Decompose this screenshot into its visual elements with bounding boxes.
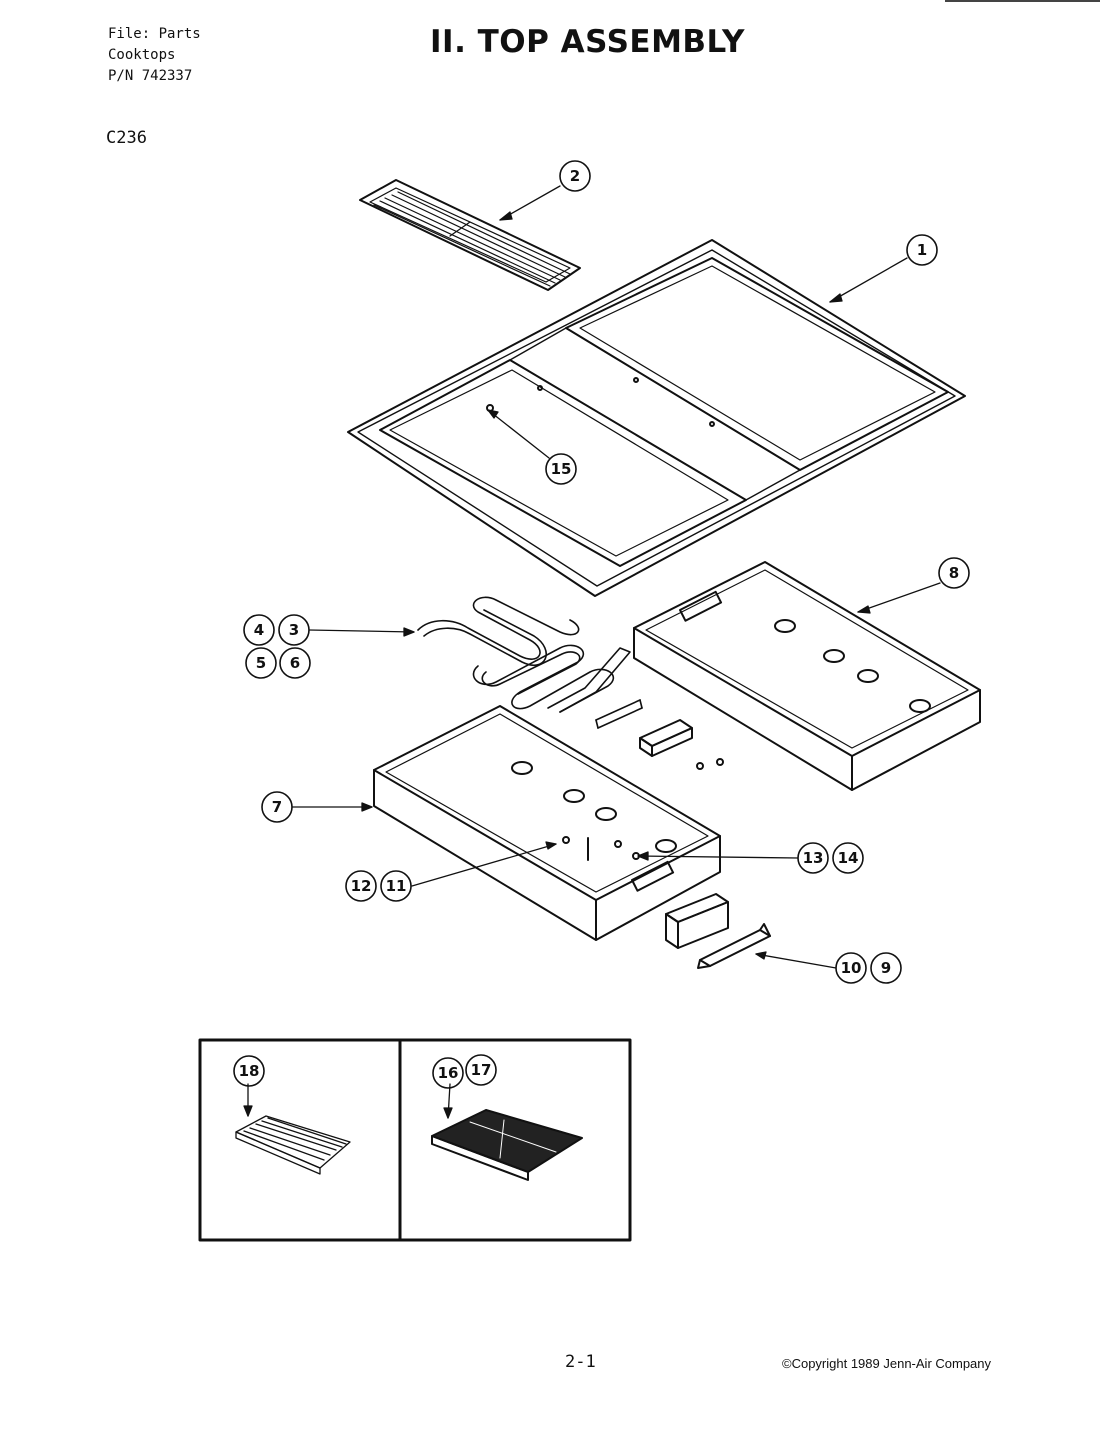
callout-2: 2 — [570, 167, 580, 185]
callout-16: 16 — [438, 1064, 459, 1082]
callout-18: 18 — [239, 1062, 260, 1080]
file-info: File: Parts Cooktops P/N 742337 — [108, 24, 201, 87]
callout-12: 12 — [351, 877, 372, 895]
callout-14: 14 — [838, 849, 859, 867]
part-number-line: P/N 742337 — [108, 68, 193, 84]
heating-element — [417, 596, 643, 729]
copyright-notice: ©Copyright 1989 Jenn-Air Company — [782, 1356, 992, 1371]
vent-grille — [359, 179, 581, 291]
callout-5: 5 — [256, 654, 266, 672]
leader-lines — [243, 185, 941, 1119]
callout-8: 8 — [949, 564, 959, 582]
callout-circles — [233, 160, 970, 1089]
mounting-bracket — [665, 893, 771, 969]
page-title: II. TOP ASSEMBLY — [430, 24, 745, 60]
callout-7: 7 — [272, 798, 282, 816]
callout-17: 17 — [471, 1061, 492, 1079]
category-line: Cooktops — [108, 47, 176, 63]
callout-13: 13 — [803, 849, 824, 867]
right-burner-pan — [633, 561, 981, 791]
left-burner-pan — [373, 705, 721, 941]
callout-11: 11 — [386, 877, 407, 895]
cooktop-frame — [347, 239, 966, 597]
terminal-block — [639, 719, 724, 770]
file-line: File: Parts — [108, 26, 201, 42]
briquette-grate — [431, 1109, 583, 1181]
callout-4: 4 — [254, 621, 264, 639]
callout-9: 9 — [881, 959, 891, 977]
callout-3: 3 — [289, 621, 299, 639]
model-number: C236 — [106, 128, 147, 148]
top-edge-line — [945, 0, 1100, 2]
callout-15: 15 — [551, 460, 572, 478]
griddle-plate — [235, 1115, 351, 1175]
page-number: 2-1 — [565, 1352, 596, 1372]
callout-1: 1 — [917, 241, 927, 259]
callout-6: 6 — [290, 654, 300, 672]
callout-10: 10 — [841, 959, 862, 977]
accessory-inset — [198, 1038, 632, 1242]
